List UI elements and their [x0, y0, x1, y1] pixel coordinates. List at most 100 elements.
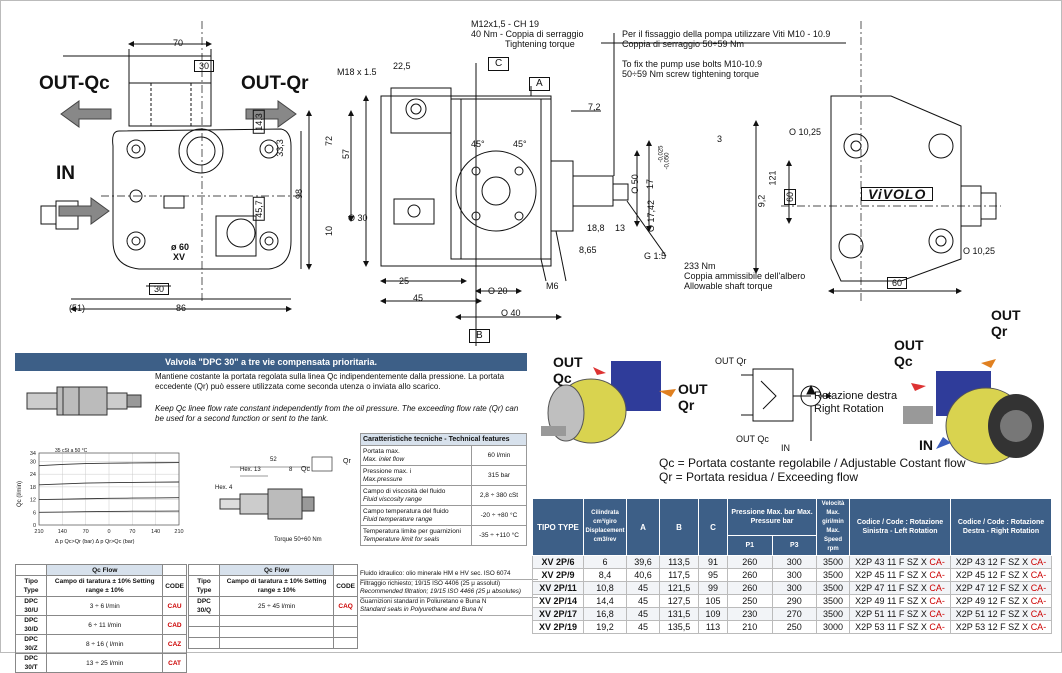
technical-drawing: [40, 21, 1001, 346]
qc-range: 6 ÷ 11 l/min: [46, 615, 164, 635]
spec-row: XV 2P/11 10,8 45 121,5 99 260 300 3500 X…: [532, 581, 1052, 595]
spec-code-right: X2P 43 12 F SZ X CA-: [950, 555, 1052, 569]
dim-port-30: 30: [194, 60, 215, 72]
spec-code-suffix: CA-: [1030, 569, 1047, 580]
chart-frame: [38, 452, 180, 526]
spec-a: 45: [626, 607, 660, 621]
spec-code-right-base: X2P 43 12 F SZ X: [955, 556, 1029, 567]
legend-qc: Qc = Portata costante regolabile / Adjus…: [659, 456, 966, 470]
spec-h-p1: P1: [727, 535, 773, 556]
spec-code-suffix: CA-: [1030, 556, 1047, 567]
chart-x-tick: 0: [107, 529, 110, 535]
left-out-qr-label: OUT Qr: [678, 381, 708, 413]
spec-code-left-base: X2P 43 11 F SZ X: [855, 556, 927, 567]
brand-logo: ViVOLO: [861, 187, 934, 201]
spec-h-a: A: [626, 498, 660, 556]
qc-type: DPC 30/D: [14, 615, 48, 635]
valve-desc-it: Mantiene costante la portata regolata su…: [155, 372, 505, 391]
qc-left-title: Qc Flow: [46, 564, 164, 576]
spec-code-suffix: CA-: [929, 569, 945, 580]
tech-label-it: Portata max.: [363, 447, 400, 455]
tech-label-en: Max.pressure: [363, 475, 403, 483]
spec-code-right-base: X2P 47 12 F SZ X: [955, 582, 1029, 593]
spec-b: 135,5: [659, 620, 699, 634]
schematic-out-qr: OUT Qr: [715, 356, 747, 366]
valve-qc: Qc: [301, 466, 310, 473]
label-out-qr: OUT-Qr: [241, 73, 309, 94]
spec-code-suffix: CA-: [929, 621, 945, 632]
tech-label-en: Max. inlet flow: [363, 455, 405, 463]
fluid-notes: Fluido idraulico: olio minerale HM e HV …: [360, 570, 538, 616]
spec-code-left: X2P 53 11 F SZ X CA-: [849, 620, 951, 634]
valve-dim-hex13: Hex. 13: [240, 467, 261, 473]
pump-spec-table: TIPO TYPE Cilindrata cm³/giro Displaceme…: [532, 498, 1052, 634]
spec-code-left-base: X2P 51 11 F SZ X: [855, 608, 927, 619]
spec-code-left-base: X2P 53 11 F SZ X: [855, 621, 927, 632]
spec-b: 131,5: [659, 607, 699, 621]
spec-vel: 3500: [816, 568, 850, 582]
rotation-it: Rotazione destra: [814, 390, 898, 402]
qc-right-h-code: CODE: [333, 575, 358, 597]
chart-y-tick: 12: [30, 498, 36, 504]
chart-y-tick: 18: [30, 485, 36, 491]
spec-h-left: Codice / Code : Rotazione Sinistra - Lef…: [849, 498, 951, 556]
spec-h-cil: Cilindrata cm³/giro Displacement cm3/rev: [583, 498, 627, 556]
note-fix-en-2: 50÷59 Nm screw tightening torque: [622, 69, 760, 79]
qc-left-h-code: CODE: [162, 575, 187, 597]
spec-code-right: X2P 45 12 F SZ X CA-: [950, 568, 1052, 582]
schematic-in: IN: [781, 443, 790, 453]
tech-value: -35 ÷ +110 °C: [471, 525, 527, 546]
chart-x-tick: 140: [151, 529, 160, 535]
spec-c: 113: [698, 620, 728, 634]
label-b: B: [469, 329, 490, 343]
note-shaft-en: Allowable shaft torque: [684, 281, 773, 291]
spec-p3: 300: [771, 581, 817, 595]
spec-a: 45: [626, 594, 660, 608]
qc-code: CAU: [162, 596, 187, 616]
spec-code-left-base: X2P 45 11 F SZ X: [855, 569, 927, 580]
spec-c: 105: [698, 594, 728, 608]
tech-value: 2,8 ÷ 380 cSt: [471, 485, 527, 506]
tech-label-en: Fluid temperature range: [363, 515, 433, 523]
label-in: IN: [56, 163, 75, 184]
dim-10: 10: [324, 225, 335, 237]
spec-vel: 3000: [816, 620, 850, 634]
legend-qr: Qr = Portata residua / Exceeding flow: [659, 470, 859, 484]
spec-p1: 230: [727, 607, 773, 621]
note-m12-line2: 40 Nm - Coppia di serraggio: [471, 29, 584, 39]
spec-h-vel: Velocità Max. giri/min Max. Speed rpm: [816, 498, 850, 556]
dim-33-3: 33,3: [274, 139, 285, 157]
dim-m6: M6: [546, 281, 559, 291]
chart-x-tick: 140: [58, 529, 67, 535]
label-a: A: [529, 77, 550, 91]
tech-value: 60 l/min: [471, 445, 527, 466]
spec-p3: 300: [771, 555, 817, 569]
qc-code: CAZ: [162, 634, 187, 654]
valve-dimension-drawing: [219, 456, 333, 520]
note-seals-en: Standard seals in Polyurethane and Buna …: [360, 606, 538, 616]
valve-description: Mantiene costante la portata regolata su…: [155, 372, 525, 424]
dim-o50: O 50: [629, 174, 640, 194]
dim-rear-o10-25-top: O 10,25: [789, 127, 822, 137]
qc-type: DPC 30/T: [14, 653, 48, 673]
spec-tipo: XV 2P/9: [532, 568, 584, 582]
out-qr-arrow: [245, 100, 297, 128]
dim-bottom-86: 86: [176, 303, 187, 313]
spec-tipo: XV 2P/11: [532, 581, 584, 595]
chart-x-tick: 70: [129, 529, 135, 535]
badge-size: ø 60: [171, 242, 190, 252]
spec-code-suffix: CA-: [929, 595, 945, 606]
spec-a: 45: [626, 581, 660, 595]
tech-header: Caratteristiche tecniche - Technical fea…: [360, 433, 527, 446]
spec-tipo: XV 2P/14: [532, 594, 584, 608]
right-pump-image: [903, 359, 1044, 465]
chart-x-tick: 70: [83, 529, 89, 535]
dim-left-51: (51): [69, 303, 86, 313]
tech-value: -20 ÷ +80 °C: [471, 505, 527, 526]
label-c: C: [488, 57, 510, 71]
